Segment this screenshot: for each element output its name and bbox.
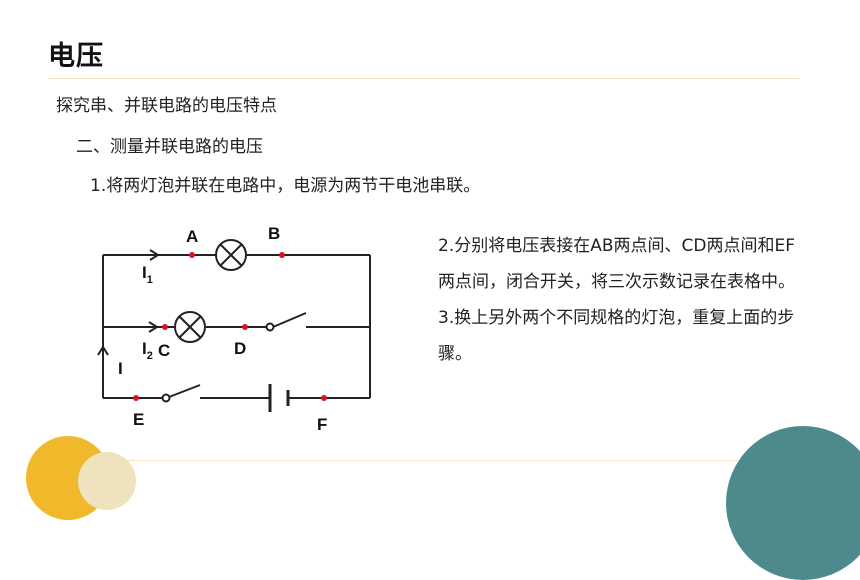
label-i1: I1 — [142, 263, 153, 286]
arrow-i1-icon — [149, 249, 160, 261]
point-e — [133, 395, 139, 401]
step-1: 1.将两灯泡并联在电路中，电源为两节干电池串联。 — [90, 176, 481, 196]
point-d — [242, 324, 248, 330]
point-a — [189, 252, 195, 258]
lamp-2-icon — [174, 311, 206, 343]
arrow-i2-icon — [148, 321, 159, 333]
title-divider — [48, 78, 800, 79]
topic-line: 探究串、并联电路的电压特点 — [56, 96, 277, 116]
label-f: F — [317, 415, 327, 432]
label-d: D — [234, 339, 246, 358]
point-f — [321, 395, 327, 401]
point-c — [162, 324, 168, 330]
lamp-1-icon — [215, 239, 247, 271]
circuit-wires — [102, 254, 371, 399]
switch-middle-icon — [265, 322, 275, 332]
decor-circle-cream — [78, 452, 136, 510]
label-c: C — [158, 341, 170, 360]
slide-title: 电压 — [48, 41, 104, 72]
label-i2: I2 — [142, 339, 153, 362]
step-2: 2.分别将电压表接在AB两点间、CD两点间和EF两点间，闭合开关，将三次示数记录… — [438, 236, 795, 292]
section-heading: 二、测量并联电路的电压 — [76, 137, 263, 157]
current-arrows — [97, 249, 160, 356]
bottom-divider — [118, 460, 738, 461]
label-i: I — [118, 359, 123, 378]
steps-text: 2.分别将电压表接在AB两点间、CD两点间和EF两点间，闭合开关，将三次示数记录… — [438, 228, 798, 372]
label-e: E — [133, 410, 144, 429]
arrow-i-icon — [97, 345, 109, 356]
point-b — [279, 252, 285, 258]
battery-icon — [268, 384, 290, 412]
switch-bottom-icon — [161, 393, 171, 403]
decor-circle-teal — [726, 426, 860, 580]
step-3: 3.换上另外两个不同规格的灯泡，重复上面的步骤。 — [438, 308, 795, 364]
label-a: A — [186, 227, 198, 246]
label-b: B — [268, 224, 280, 243]
measure-points — [133, 252, 327, 401]
parallel-circuit-diagram: A B C D E F I1 I2 I — [82, 224, 396, 432]
